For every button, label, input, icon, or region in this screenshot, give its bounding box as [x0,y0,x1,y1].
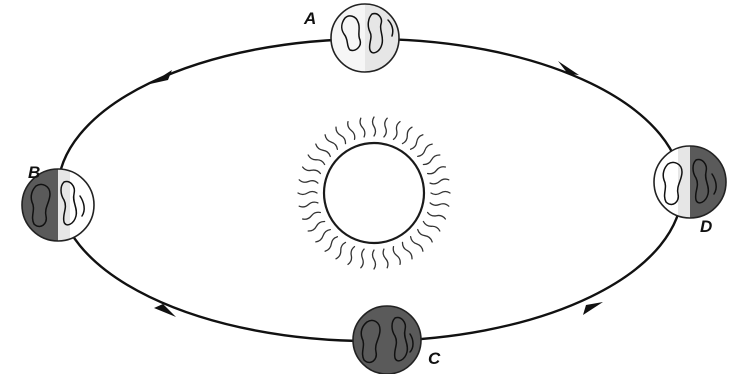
sun-ray [299,180,318,183]
sun-ray [418,230,433,242]
sun-ray [430,203,449,206]
sun-ray [373,117,376,136]
position-label-a: A [303,9,316,28]
sun-ray [403,127,413,143]
sun-ray [402,242,412,258]
sun-ray [336,127,346,143]
earth-globe-icon [353,306,421,374]
sun-ray [393,247,400,265]
sun-ray [431,192,450,195]
sun-ray [303,212,321,219]
sun-ray [325,135,337,150]
sun-ray [325,237,337,252]
orbit-arrow-top-right [558,61,579,75]
position-label-c: C [428,349,441,368]
position-label-d: D [700,217,712,236]
sun-ray [308,155,324,165]
sun-ray [373,250,376,269]
sun-ray [303,167,321,174]
sun-ray [316,144,331,156]
sun-ray [411,135,423,150]
sun-disc [324,143,424,243]
sun-ray [336,242,346,258]
sun-ray [360,118,365,137]
orbit-arrow-bottom-right [583,302,603,315]
sun-ray [428,167,446,174]
sun-ray [298,192,317,195]
sun-ray [348,122,355,140]
sun-ray [299,202,318,207]
earth-globe-icon [654,146,726,218]
sun-ray [316,230,331,242]
sun-ray [423,155,439,165]
sun-ray [428,213,446,220]
sun-ray [361,249,364,268]
sun-ray [394,122,401,140]
orbit-arrow-top-left [150,70,172,84]
sun-ray [423,222,439,232]
sun-ray [384,118,387,137]
sun-ray [430,179,449,184]
sun-ray [411,237,423,252]
position-label-b: B [28,163,40,182]
earth-globe-icon [331,4,399,74]
sun-ray [308,221,324,231]
sun-ray [348,247,355,265]
sun-ray [418,144,433,156]
sun-ray [383,249,388,268]
sun-icon [298,117,450,269]
